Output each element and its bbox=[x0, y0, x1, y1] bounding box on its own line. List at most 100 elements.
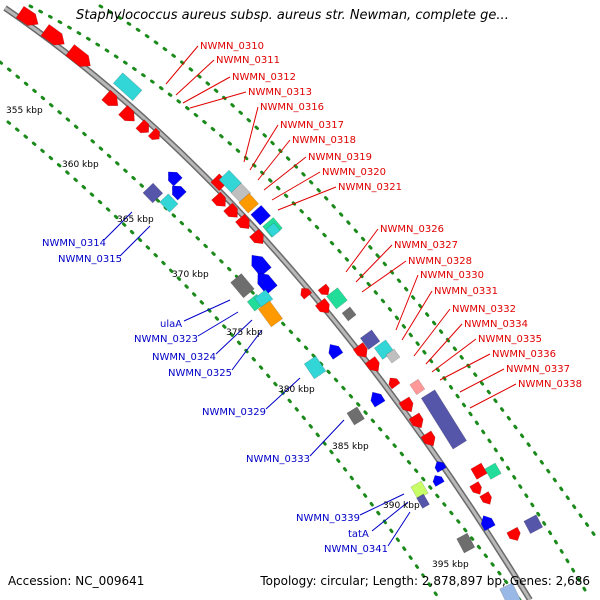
gene-blue bbox=[251, 254, 272, 277]
gene-green-shape bbox=[484, 462, 502, 480]
gene-blue-shape bbox=[434, 460, 447, 473]
reverse-gene-label: NWMN_0325 bbox=[168, 368, 232, 379]
kbp-tick-label: 385 kbp bbox=[332, 442, 369, 452]
gene-red bbox=[65, 44, 91, 67]
gene-red-shape bbox=[470, 462, 488, 480]
guide-inner-reverse bbox=[6, 120, 442, 600]
gene-purple-shape bbox=[416, 493, 430, 509]
gene-blue bbox=[257, 272, 278, 295]
gene-features bbox=[15, 5, 544, 600]
gene-blue bbox=[432, 474, 445, 487]
leader-line bbox=[215, 319, 253, 355]
gene-gray bbox=[341, 306, 357, 322]
forward-gene-label: NWMN_0318 bbox=[292, 135, 356, 146]
leader-line bbox=[243, 106, 259, 163]
kbp-tick-label: 395 kbp bbox=[432, 560, 469, 570]
gene-red bbox=[15, 5, 39, 26]
forward-gene-label: NWMN_0327 bbox=[394, 240, 458, 251]
kbp-tick-label: 365 kbp bbox=[117, 215, 154, 225]
gene-red-shape bbox=[420, 430, 436, 447]
gene-red-shape bbox=[408, 412, 424, 429]
gene-red bbox=[135, 119, 150, 134]
gene-red bbox=[317, 283, 330, 296]
gene-gray-shape bbox=[456, 532, 476, 554]
gene-red-shape bbox=[65, 44, 91, 67]
gene-cyan-shape bbox=[159, 193, 179, 213]
gene-blue bbox=[370, 391, 386, 408]
gene-red bbox=[248, 228, 264, 245]
leader-line bbox=[425, 323, 463, 365]
forward-gene-label: NWMN_0313 bbox=[248, 87, 312, 98]
map-title: Staphylococcus aureus subsp. aureus str.… bbox=[76, 8, 509, 23]
leader-line bbox=[401, 290, 433, 341]
gene-purple-shape bbox=[420, 389, 467, 450]
gene-red bbox=[470, 462, 488, 480]
leader-line bbox=[257, 139, 291, 181]
gene-red bbox=[118, 104, 135, 122]
gene-gray-shape bbox=[341, 306, 357, 322]
gene-red-shape bbox=[506, 526, 521, 541]
gene-red-shape bbox=[469, 481, 482, 495]
gene-red-shape bbox=[234, 213, 250, 230]
gene-blue-shape bbox=[328, 344, 344, 360]
gene-orange-shape bbox=[238, 192, 259, 214]
gene-purple bbox=[523, 514, 544, 535]
leader-line bbox=[103, 211, 133, 241]
leader-line bbox=[469, 383, 517, 409]
guide-far-forward bbox=[98, 4, 600, 542]
forward-gene-label: NWMN_0316 bbox=[260, 102, 324, 113]
reverse-gene-label: NWMN_0315 bbox=[58, 254, 122, 265]
leader-line bbox=[231, 329, 263, 371]
leader-line bbox=[431, 338, 477, 373]
guide-outer-forward bbox=[28, 4, 587, 592]
gene-red bbox=[211, 191, 226, 207]
gene-red-shape bbox=[147, 127, 161, 141]
gene-red bbox=[364, 356, 380, 372]
gene-red-shape bbox=[101, 89, 119, 107]
gene-green bbox=[484, 462, 502, 480]
backbone-arc bbox=[4, 6, 532, 600]
leader-line bbox=[355, 244, 393, 283]
reverse-gene-label: NWMN_0333 bbox=[246, 454, 310, 465]
gene-blue bbox=[434, 460, 447, 473]
kbp-tick-label: 360 kbp bbox=[62, 160, 99, 170]
leader-line bbox=[413, 308, 451, 357]
gene-red bbox=[352, 342, 368, 358]
gene-blue bbox=[328, 344, 344, 360]
leader-line bbox=[175, 59, 215, 96]
gene-red-shape bbox=[314, 297, 330, 314]
gene-red bbox=[223, 202, 238, 218]
gene-purple-shape bbox=[142, 182, 164, 204]
reverse-gene-label: ulaA bbox=[160, 319, 182, 330]
leader-line bbox=[359, 493, 405, 516]
gene-red bbox=[479, 491, 492, 505]
gene-blue-shape bbox=[167, 171, 183, 187]
gene-red-shape bbox=[352, 342, 368, 358]
gene-blue bbox=[250, 204, 271, 226]
leader-line bbox=[197, 311, 239, 337]
reverse-gene-label: NWMN_0341 bbox=[324, 544, 388, 555]
gene-blue-shape bbox=[257, 272, 278, 295]
gene-red bbox=[506, 526, 521, 541]
gene-gray-shape bbox=[230, 273, 255, 299]
forward-gene-label: NWMN_0330 bbox=[420, 270, 484, 281]
gene-orange bbox=[238, 192, 259, 214]
kbp-tick-label: 355 kbp bbox=[6, 106, 43, 116]
leader-line bbox=[277, 186, 337, 211]
forward-gene-label: NWMN_0310 bbox=[200, 41, 264, 52]
reverse-gene-label: NWMN_0329 bbox=[202, 407, 266, 418]
accession-text: Accession: NC_009641 bbox=[8, 574, 145, 588]
gene-red bbox=[101, 89, 119, 107]
gene-blue bbox=[171, 185, 187, 201]
gene-red-shape bbox=[364, 356, 380, 372]
gene-cyan bbox=[265, 222, 281, 238]
forward-gene-label: NWMN_0312 bbox=[232, 72, 296, 83]
gene-red-shape bbox=[300, 288, 313, 300]
forward-gene-label: NWMN_0335 bbox=[478, 334, 542, 345]
leader-line bbox=[459, 368, 505, 393]
genome-summary: Topology: circular; Length: 2,878,897 bp… bbox=[260, 574, 590, 588]
gene-gray bbox=[230, 273, 255, 299]
gene-green-shape bbox=[326, 287, 348, 310]
gene-red bbox=[147, 127, 161, 141]
